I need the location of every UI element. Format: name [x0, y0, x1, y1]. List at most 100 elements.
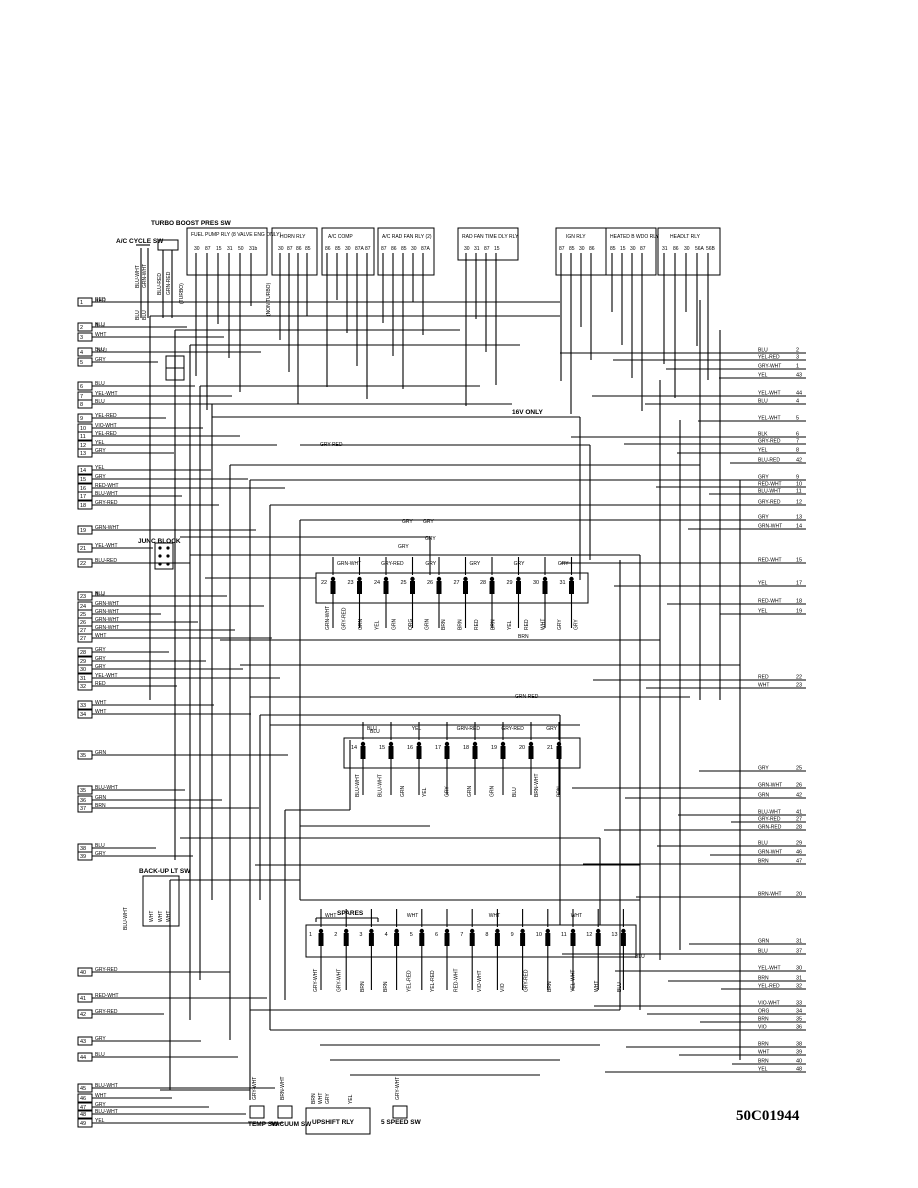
wire-color-label: BLU — [95, 399, 105, 405]
pin-number: 16 — [407, 745, 413, 751]
pin-wire-label: GRN — [424, 619, 430, 631]
wire-color-label: GRY-RED — [95, 500, 118, 506]
terminal-number: 33 — [80, 703, 86, 709]
pin-number: 20 — [519, 745, 525, 751]
connector-pin: 11 — [561, 909, 576, 990]
terminal-number: 41 — [80, 996, 86, 1002]
terminal-number: 43 — [80, 1039, 86, 1045]
wire-color-label: YEL-WHT — [95, 391, 118, 397]
pin-number: 27 — [454, 580, 460, 586]
wire-label: GRY — [423, 519, 434, 525]
wire-color-label: YEL-RED — [95, 413, 117, 419]
relay-pin-number: 85 — [610, 246, 616, 252]
relay-pin-number: 30 — [630, 246, 636, 252]
terminal-number: 34 — [80, 712, 86, 718]
relay-pin-number: 86 — [325, 246, 331, 252]
svg-text:BLU-WHT: BLU-WHT — [123, 907, 129, 930]
svg-text:BRN: BRN — [311, 1093, 317, 1104]
turbo-note: (TURBO) — [179, 283, 185, 304]
pin-number: 29 — [507, 580, 513, 586]
wire-color-label: GRN — [758, 793, 770, 799]
wire-color-label: GRN-WHT — [758, 783, 782, 789]
terminal-number: 8 — [796, 448, 799, 454]
terminal-number: 42 — [796, 458, 802, 464]
pin-wire-label: GRY-WHT — [336, 969, 342, 992]
wire-color-label: YEL — [758, 448, 768, 454]
wire-label: BLU — [95, 323, 105, 329]
relay-pin-number: 87 — [484, 246, 490, 252]
five-speed-sw-label: 5 SPEED SW — [381, 1119, 422, 1126]
relay-pin-number: 31b — [249, 246, 258, 252]
connector-pin: 18 — [463, 722, 478, 795]
connector-pin: 29 — [507, 557, 521, 628]
pin-number: 18 — [463, 745, 469, 751]
wire-color-label: YEL — [758, 373, 768, 379]
wire-color-label: BLU — [95, 322, 105, 328]
wire-color-label: WHT — [758, 683, 769, 689]
terminal-number: 39 — [796, 1050, 802, 1056]
pin-wire-label: WHT — [540, 619, 546, 630]
relay-pin-number: 15 — [620, 246, 626, 252]
wire-color-label: RED-WHT — [758, 558, 782, 564]
wire-label: GRY-RED — [320, 442, 343, 448]
terminal-number: 32 — [80, 684, 86, 690]
wire-color-label: YEL-WHT — [758, 391, 781, 397]
terminal-number: 38 — [796, 1042, 802, 1048]
terminal-number: 31 — [796, 939, 802, 945]
terminal-number: 9 — [80, 416, 83, 422]
terminal-number: 3 — [796, 355, 799, 361]
terminal-number: 47 — [796, 859, 802, 865]
wire-color-label: BLU — [758, 841, 768, 847]
connector-pin: 15 — [379, 722, 394, 795]
wire-color-label: WHT — [95, 332, 106, 338]
relay-pin-number: 87 — [287, 246, 293, 252]
wire-color-label: GRY-RED — [95, 1009, 118, 1015]
relay-pin-number: 30 — [464, 246, 470, 252]
pin-wire-label: YEL — [507, 620, 513, 630]
wire-label: GRY — [425, 536, 436, 542]
small-block — [165, 355, 185, 381]
terminal-number: 18 — [80, 503, 86, 509]
terminal-number: 31 — [80, 676, 86, 682]
terminal-number: 1 — [796, 364, 799, 370]
pin-wire-label: VIO-WHT — [477, 970, 483, 992]
terminal-number: 11 — [796, 489, 802, 495]
terminal-number: 42 — [796, 793, 802, 799]
connector-pin: 31 — [560, 557, 574, 628]
relay-pin-number: 87 — [365, 246, 371, 252]
wire-color-label: YEL — [95, 1118, 105, 1124]
wire-color-label: BLU-RED — [95, 558, 117, 564]
pin-number: 2 — [334, 932, 337, 938]
wire-label: BLU — [97, 348, 107, 354]
pin-wire-label: GRN — [467, 786, 473, 798]
wire-color-label: BLU-WHT — [95, 1109, 118, 1115]
wire-color-label: GRY — [95, 474, 106, 480]
pin-number: 14 — [351, 745, 357, 751]
terminal-number: 7 — [796, 439, 799, 445]
pin-wire-label: WHT — [571, 913, 582, 919]
relay-pin-number: 85 — [569, 246, 575, 252]
pin-number: 28 — [480, 580, 486, 586]
terminal-number: 19 — [796, 609, 802, 615]
connector-pin: 9 — [511, 909, 526, 990]
pin-wire-label: BRN — [360, 981, 366, 992]
relay-pin-number: 30 — [345, 246, 351, 252]
